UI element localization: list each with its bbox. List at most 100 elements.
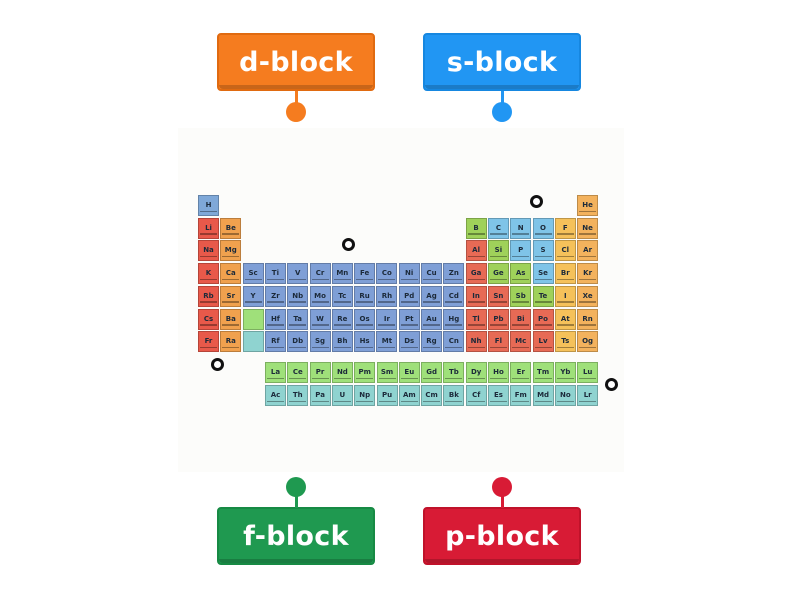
- element-cell-nb: Nb: [287, 285, 309, 307]
- element-cell-pm: Pm: [354, 362, 376, 383]
- element-cell-ba: Ba: [220, 308, 242, 330]
- element-symbol: Er: [516, 368, 525, 376]
- element-symbol: Ne: [582, 223, 593, 232]
- element-symbol: O: [540, 223, 546, 232]
- element-cell-th: Th: [287, 385, 309, 406]
- element-cell-cn: Cn: [443, 331, 465, 353]
- element-cell-ds: Ds: [398, 331, 420, 353]
- drop-target-s-block[interactable]: [211, 358, 224, 371]
- element-symbol: Ds: [404, 337, 415, 346]
- element-symbol: Es: [494, 391, 503, 399]
- element-cell-pd: Pd: [398, 285, 420, 307]
- element-cell-gd: Gd: [421, 362, 443, 383]
- element-symbol: Tb: [448, 368, 459, 376]
- element-symbol: Rg: [426, 337, 437, 346]
- element-symbol: Sg: [314, 337, 326, 346]
- drop-target-p-block[interactable]: [530, 195, 543, 208]
- element-symbol: Rh: [381, 291, 393, 300]
- element-cell-ga: Ga: [465, 263, 487, 285]
- element-symbol: Kr: [583, 269, 593, 278]
- element-cell-pu: Pu: [376, 385, 398, 406]
- element-cell-n: N: [510, 217, 532, 239]
- element-cell-nd: Nd: [331, 362, 353, 383]
- element-cell-bh: Bh: [331, 331, 353, 353]
- element-cell-bk: Bk: [443, 385, 465, 406]
- p-block-pin[interactable]: [492, 477, 512, 497]
- element-symbol: Bk: [448, 391, 459, 399]
- element-cell-i: I: [554, 285, 576, 307]
- element-cell-fe: Fe: [354, 263, 376, 285]
- d-block-pin[interactable]: [286, 102, 306, 122]
- element-symbol: Pt: [404, 314, 414, 323]
- drop-target-f-block[interactable]: [605, 378, 618, 391]
- element-symbol: Cm: [425, 391, 438, 399]
- element-cell-v: V: [287, 263, 309, 285]
- element-symbol: Ga: [470, 269, 482, 278]
- element-cell-as: As: [510, 263, 532, 285]
- element-symbol: Ac: [270, 391, 281, 399]
- d-block-label[interactable]: d-block: [217, 33, 375, 91]
- element-cell-al: Al: [465, 240, 487, 262]
- element-symbol: At: [560, 314, 570, 323]
- element-symbol: Pr: [315, 368, 325, 376]
- element-symbol: Si: [494, 246, 503, 255]
- element-symbol: Cs: [203, 314, 214, 323]
- element-symbol: Mo: [314, 291, 326, 300]
- element-cell-cr: Cr: [309, 263, 331, 285]
- element-cell-pt: Pt: [398, 308, 420, 330]
- element-cell-ag: Ag: [421, 285, 442, 307]
- element-cell-p: P: [510, 240, 532, 262]
- f-block-pin[interactable]: [286, 477, 306, 497]
- element-symbol: Mc: [515, 337, 527, 346]
- element-cell-dy: Dy: [465, 362, 487, 383]
- element-symbol: Al: [472, 246, 480, 255]
- element-cell-db: Db: [287, 331, 309, 353]
- element-cell-b: B: [465, 217, 487, 239]
- element-cell-ts: Ts: [554, 331, 576, 353]
- element-symbol: Sc: [248, 269, 258, 278]
- element-cell-be: Be: [220, 217, 242, 239]
- element-cell-ac: Ac: [265, 385, 286, 406]
- element-symbol: Ti: [271, 269, 279, 278]
- element-symbol: Dy: [471, 368, 482, 376]
- element-cell-ce: Ce: [287, 362, 309, 383]
- element-cell-cd: Cd: [443, 285, 465, 307]
- element-cell-am: Am: [398, 385, 420, 406]
- element-symbol: He: [582, 201, 593, 209]
- element-cell-rg: Rg: [421, 331, 442, 353]
- element-symbol: Ir: [383, 314, 390, 323]
- element-cell-mc: Mc: [510, 331, 532, 353]
- element-symbol: Pb: [493, 314, 504, 323]
- element-cell-cm: Cm: [421, 385, 443, 406]
- element-cell-xe: Xe: [577, 285, 599, 307]
- element-symbol: Re: [337, 314, 348, 323]
- f-block-label[interactable]: f-block: [217, 507, 375, 565]
- element-cell-ta: Ta: [287, 308, 309, 330]
- element-symbol: Sn: [493, 291, 504, 300]
- element-cell-he: He: [577, 195, 599, 216]
- element-symbol: Hs: [359, 337, 370, 346]
- element-cell-w: W: [309, 308, 331, 330]
- element-cell-c: C: [487, 217, 509, 239]
- element-cell-yb: Yb: [554, 362, 576, 383]
- element-symbol: Ce: [292, 368, 303, 376]
- element-symbol: Tl: [472, 314, 480, 323]
- drop-target-d-block[interactable]: [342, 238, 355, 251]
- element-symbol: Ni: [405, 269, 414, 278]
- element-symbol: Cl: [561, 246, 570, 255]
- element-cell-sn: Sn: [487, 285, 509, 307]
- element-cell-tl: Tl: [465, 308, 487, 330]
- element-symbol: Rf: [271, 337, 280, 346]
- s-block-pin[interactable]: [492, 102, 512, 122]
- element-symbol: Bi: [516, 314, 525, 323]
- element-cell-rh: Rh: [376, 285, 398, 307]
- element-symbol: Te: [538, 291, 548, 300]
- element-symbol: Np: [359, 391, 371, 399]
- s-block-label[interactable]: s-block: [423, 33, 581, 91]
- element-cell-sm: Sm: [376, 362, 398, 383]
- p-block-label[interactable]: p-block: [423, 507, 581, 565]
- element-cell-mn: Mn: [331, 263, 353, 285]
- element-symbol: Fl: [494, 337, 502, 346]
- element-symbol: Sb: [515, 291, 526, 300]
- element-cell-bi: Bi: [510, 308, 532, 330]
